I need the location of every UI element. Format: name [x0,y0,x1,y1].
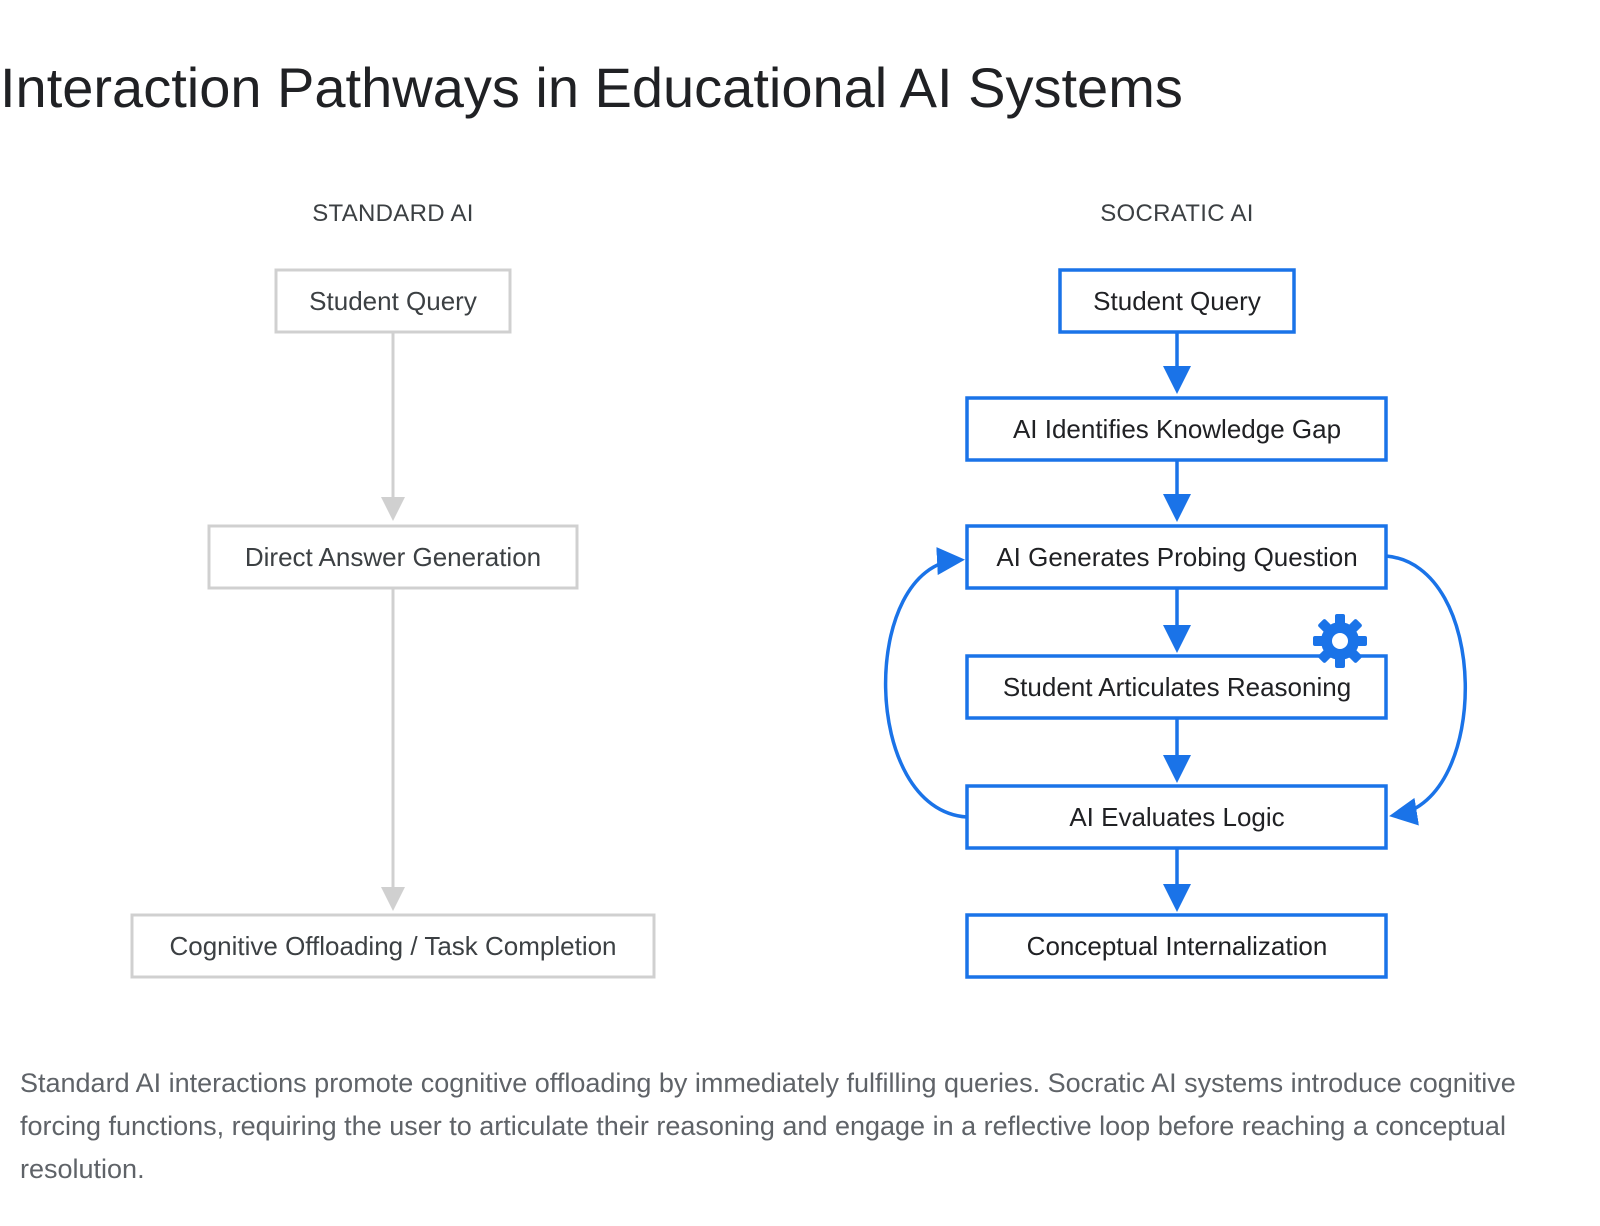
page-title: Interaction Pathways in Educational AI S… [0,56,1183,119]
standard-ai-label: STANDARD AI [312,200,474,227]
std-node-label: Student Query [309,286,477,316]
soc-node-label: Student Query [1093,286,1261,316]
socratic-ai-label: SOCRATIC AI [1100,200,1254,227]
gear-icon [1304,614,1378,668]
soc-node-label: AI Identifies Knowledge Gap [1013,414,1341,444]
standard-ai-flow: Student Query Direct Answer Generation C… [130,268,656,979]
soc-node-label: AI Evaluates Logic [1069,802,1284,832]
soc-node-label: AI Generates Probing Question [996,542,1357,572]
std-node-label: Direct Answer Generation [245,542,541,572]
soc-node-label: Conceptual Internalization [1027,931,1328,961]
soc-node-conceptual-internalization: Conceptual Internalization [965,913,1388,979]
std-node-direct-answer: Direct Answer Generation [207,524,579,590]
soc-node-articulates-reasoning: Student Articulates Reasoning [965,654,1388,720]
socratic-ai-flow: Student Query AI Identifies Knowledge Ga… [883,268,1468,979]
soc-node-student-query: Student Query [1058,268,1296,334]
std-node-label: Cognitive Offloading / Task Completion [169,931,616,961]
soc-loop-left-arrow [883,547,968,819]
soc-node-label: Student Articulates Reasoning [1003,672,1351,702]
flow-diagram: Student Query Direct Answer Generation C… [130,268,1468,979]
soc-node-identifies-gap: AI Identifies Knowledge Gap [965,396,1388,462]
std-node-student-query: Student Query [274,268,512,334]
std-node-cognitive-offloading: Cognitive Offloading / Task Completion [130,913,656,979]
soc-loop-right-arrow [1385,554,1468,826]
soc-node-probing-question: AI Generates Probing Question [965,524,1388,590]
soc-node-evaluates-logic: AI Evaluates Logic [965,784,1388,850]
caption-text: Standard AI interactions promote cogniti… [20,1068,1516,1184]
